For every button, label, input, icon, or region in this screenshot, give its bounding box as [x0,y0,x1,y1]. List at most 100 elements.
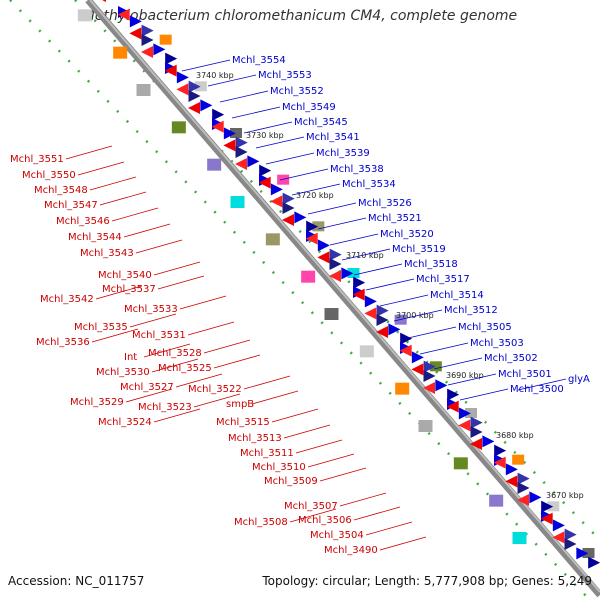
reverse-label-leader [95,285,143,300]
forward-gene-label: Mchl_3505 [458,322,512,333]
feature-block [512,454,525,465]
forward-gene-arrow [447,388,460,401]
forward-gene-arrow [505,463,518,476]
reverse-label-leader [295,439,343,454]
reverse-gene-arrow [458,419,471,432]
forward-gene-label: Mchl_3503 [470,338,524,349]
reverse-gene-label: Mchl_3510 [252,462,306,473]
reverse-gene-arrow [164,64,177,77]
forward-label-leader [365,278,415,291]
forward-gene-arrow [364,295,377,308]
reverse-label-leader [307,453,355,468]
reverse-gene-label: Mchl_3523 [138,402,192,413]
feature-block [171,121,186,134]
forward-gene-arrow [200,99,213,112]
forward-gene-label: Mchl_3517 [416,274,470,285]
kbp-tick-label: 3670 kbp [546,491,584,500]
forward-gene-label: Mchl_3553 [258,70,312,81]
forward-gene-arrow [212,108,225,121]
reverse-label-leader [353,506,401,521]
feature-block [230,128,242,138]
feature-block [265,233,280,246]
forward-label-leader [255,136,305,149]
feature-block [489,494,504,507]
map-title: Methylobacterium chloromethanicum CM4, c… [82,8,518,24]
forward-gene-label: Mchl_3501 [498,369,552,380]
feature-block [312,221,325,232]
reverse-label-leader [365,521,413,536]
reverse-label-leader [251,390,299,405]
reverse-gene-arrow [141,46,153,58]
feature-block [324,308,339,320]
forward-gene-arrow [376,314,389,326]
reverse-gene-label: Mchl_3508 [234,517,288,528]
forward-gene-arrow [223,127,236,140]
forward-gene-label: Mchl_3534 [342,179,396,190]
forward-label-leader [231,106,281,119]
forward-gene-arrow [400,332,413,345]
forward-gene-arrow [282,192,295,205]
forward-gene-arrow [235,136,248,149]
reverse-label-leader [143,343,191,358]
forward-label-leader [393,309,443,322]
forward-label-leader [291,183,341,196]
kbp-tick-label: 3710 kbp [346,251,384,260]
reverse-gene-arrow [211,120,224,133]
reverse-gene-arrow [102,0,106,2]
forward-gene-label: Mchl_3521 [368,213,422,224]
reverse-gene-arrow [505,475,518,488]
reverse-gene-label: Mchl_3509 [264,476,318,487]
feature-block [359,345,374,358]
reverse-label-leader [175,373,223,388]
reverse-label-leader [289,508,337,523]
reverse-label-leader [153,261,201,276]
forward-label-leader [433,357,483,370]
reverse-label-leader [319,467,367,482]
reverse-gene-arrow [270,195,283,208]
forward-label-leader [353,263,403,276]
feature-block [347,268,360,278]
forward-gene-arrow [423,360,436,373]
forward-label-leader [517,378,567,391]
reverse-gene-label: Mchl_3522 [188,384,242,395]
forward-gene-arrow [341,267,354,280]
forward-label-leader [407,326,457,339]
reverse-label-leader [77,161,125,176]
feature-block [136,84,151,96]
reverse-label-leader [213,354,261,369]
forward-gene-label: Mchl_3554 [232,55,286,66]
forward-gene-arrow [329,258,342,270]
genome-backbone [85,0,600,598]
forward-label-leader [329,233,379,246]
forward-gene-arrow [588,556,600,569]
forward-gene-label: Mchl_3514 [430,290,484,301]
reverse-gene-label: Mchl_3543 [80,248,134,259]
reverse-label-leader [271,408,319,423]
reverse-label-leader [179,295,227,310]
feature-block [194,81,207,92]
forward-gene-arrow [411,351,424,364]
reverse-gene-label: Mchl_3546 [56,216,110,227]
forward-gene-label: Mchl_3519 [392,244,446,255]
forward-gene-arrow [294,211,307,224]
forward-gene-arrow [541,500,554,513]
reverse-label-leader [125,388,173,403]
reverse-gene-label: Mchl_3511 [240,448,294,459]
forward-gene-arrow [141,34,154,46]
forward-label-leader [279,168,329,181]
reverse-label-leader [123,223,171,238]
forward-gene-arrow [259,164,272,177]
feature-block [465,408,477,418]
reverse-gene-label: Mchl_3531 [132,330,186,341]
reverse-gene-label: Mchl_3551 [10,154,64,165]
reverse-gene-arrow [352,288,365,301]
feature-block [77,9,92,22]
kbp-tick-label: 3720 kbp [296,191,334,200]
reverse-gene-label: Mchl_3529 [70,397,124,408]
forward-gene-label: Mchl_3541 [306,132,360,143]
feature-block [418,420,433,432]
forward-gene-label: Mchl_3539 [316,148,370,159]
forward-gene-arrow [388,323,401,336]
reverse-label-leader [99,191,147,206]
